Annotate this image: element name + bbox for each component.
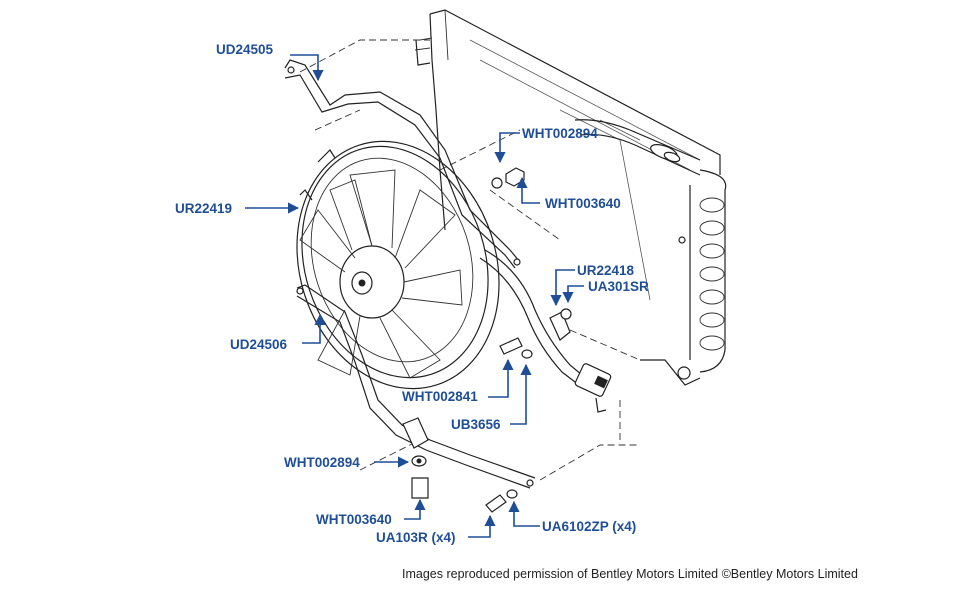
callout-leaders (245, 54, 584, 538)
label-wht002894-top: WHT002894 (522, 126, 598, 141)
cooling-fan-assembly (296, 140, 500, 390)
harness-clip (549, 308, 572, 341)
label-wht002894-bottom: WHT002894 (284, 455, 360, 470)
lower-mounting-bracket (296, 284, 536, 489)
lower-fasteners (411, 455, 518, 513)
label-ub3656: UB3656 (451, 417, 501, 432)
radiator-assembly (299, 9, 727, 481)
label-ur22418: UR22418 (577, 263, 635, 278)
middle-fasteners (499, 337, 533, 359)
wiring-harness (479, 249, 612, 413)
label-ua6102zp: UA6102ZP (x4) (542, 519, 636, 534)
callout-labels: UD24505 WHT002894 WHT003640 UR22419 UR22… (175, 42, 649, 545)
label-wht002841: WHT002841 (402, 389, 478, 404)
label-ud24506: UD24506 (230, 337, 288, 352)
label-wht003640-bottom: WHT003640 (316, 512, 392, 527)
label-ur22419: UR22419 (175, 201, 232, 216)
upper-fasteners (491, 167, 525, 189)
copyright-notice: Images reproduced permission of Bentley … (402, 567, 858, 581)
label-wht003640-top: WHT003640 (545, 196, 621, 211)
upper-mounting-bracket (284, 59, 521, 269)
label-ua301sr: UA301SR (588, 279, 649, 294)
label-ua103r: UA103R (x4) (376, 530, 456, 545)
label-ud24505: UD24505 (216, 42, 274, 57)
